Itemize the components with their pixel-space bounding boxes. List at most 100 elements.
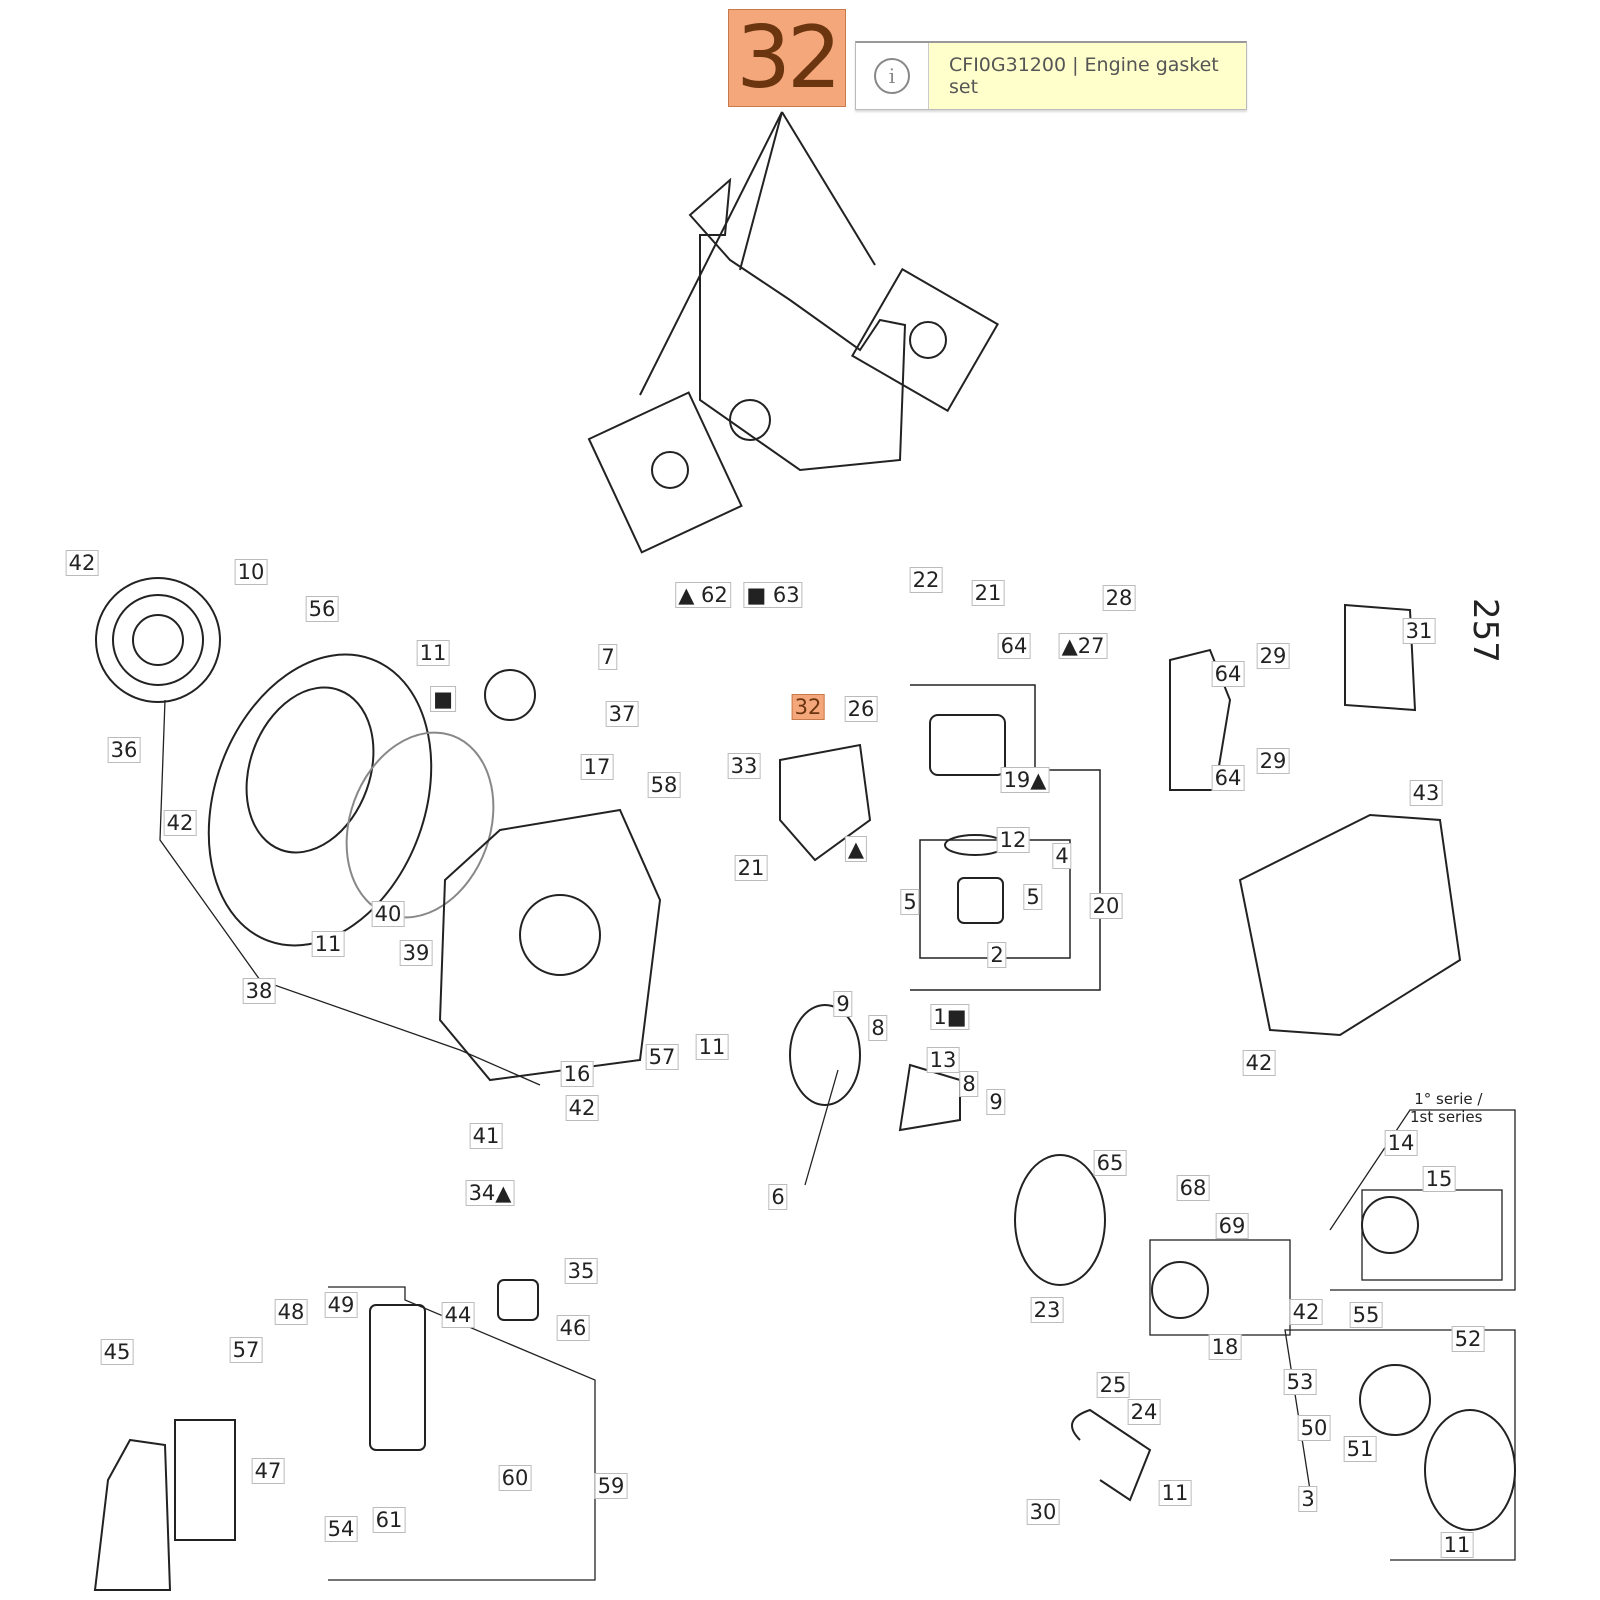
callout-10[interactable]: 42 <box>163 810 197 836</box>
part-tooltip: i CFI0G31200 | Engine gasket set <box>855 41 1247 110</box>
callout-25[interactable]: 28 <box>1102 585 1136 611</box>
callout-32[interactable]: 32 <box>791 694 825 720</box>
callout-78[interactable]: 57 <box>229 1337 263 1363</box>
callout-41[interactable]: 5 <box>1023 884 1043 910</box>
callout-57[interactable]: 15 <box>1422 1166 1456 1192</box>
selected-callout-32[interactable]: 32 <box>728 9 846 107</box>
callout-26[interactable]: 29 <box>1256 643 1290 669</box>
series-note: 1° serie / 1st series <box>1410 1090 1482 1126</box>
callout-70[interactable]: 11 <box>1158 1480 1192 1506</box>
callout-2[interactable]: 56 <box>305 596 339 622</box>
callout-49[interactable]: 8 <box>959 1071 979 1097</box>
callout-81[interactable]: 60 <box>498 1465 532 1491</box>
callout-72[interactable]: 34▲ <box>465 1180 515 1206</box>
callout-22[interactable]: 21 <box>971 580 1005 606</box>
callout-16[interactable]: 57 <box>645 1044 679 1070</box>
callout-66[interactable]: 3 <box>1298 1486 1318 1512</box>
callout-33[interactable]: 26 <box>844 696 878 722</box>
callout-63[interactable]: 53 <box>1283 1369 1317 1395</box>
callout-47[interactable]: 11 <box>695 1034 729 1060</box>
parts-center <box>779 684 1106 1286</box>
callout-29[interactable]: 29 <box>1256 748 1290 774</box>
callout-35[interactable]: 21 <box>734 855 768 881</box>
callout-45[interactable]: 8 <box>868 1015 888 1041</box>
callout-11[interactable]: 40 <box>371 901 405 927</box>
callout-31[interactable]: 43 <box>1409 780 1443 806</box>
callout-21[interactable]: 22 <box>909 567 943 593</box>
callout-36[interactable]: ▲ <box>844 836 868 862</box>
callout-1[interactable]: 10 <box>234 559 268 585</box>
callout-58[interactable]: 42 <box>1242 1050 1276 1076</box>
callout-43[interactable]: 2 <box>987 942 1007 968</box>
callout-52[interactable]: 65 <box>1093 1150 1127 1176</box>
callout-24[interactable]: ▲27 <box>1058 633 1108 659</box>
callout-0[interactable]: 42 <box>65 550 99 576</box>
callout-74[interactable]: 44 <box>441 1302 475 1328</box>
parts-lower-left <box>93 1279 596 1591</box>
callout-80[interactable]: 47 <box>251 1458 285 1484</box>
callout-30[interactable]: 64 <box>1211 765 1245 791</box>
callout-4[interactable]: 7 <box>598 644 618 670</box>
callout-23[interactable]: 64 <box>997 633 1031 659</box>
leader-line <box>639 111 783 396</box>
callout-50[interactable]: 9 <box>986 1089 1006 1115</box>
callout-68[interactable]: 25 <box>1096 1372 1130 1398</box>
series-note-line1: 1° serie / <box>1414 1090 1483 1108</box>
callout-5[interactable]: ■ <box>430 686 456 712</box>
callout-53[interactable]: 68 <box>1176 1175 1210 1201</box>
callout-28[interactable]: 31 <box>1402 618 1436 644</box>
callout-38[interactable]: 12 <box>996 827 1030 853</box>
callout-3[interactable]: 11 <box>416 640 450 666</box>
callout-77[interactable]: 48 <box>274 1299 308 1325</box>
callout-37[interactable]: 19▲ <box>1000 767 1050 793</box>
callout-51[interactable]: 6 <box>768 1184 788 1210</box>
leader-line <box>739 111 783 271</box>
callout-54[interactable]: 69 <box>1215 1213 1249 1239</box>
callout-61[interactable]: 55 <box>1349 1302 1383 1328</box>
callout-13[interactable]: 39 <box>399 940 433 966</box>
callout-8[interactable]: 17 <box>580 754 614 780</box>
callout-46[interactable]: 1■ <box>930 1004 970 1030</box>
callout-42[interactable]: 20 <box>1089 893 1123 919</box>
callout-73[interactable]: 35 <box>564 1258 598 1284</box>
series-note-line2: 1st series <box>1410 1108 1483 1126</box>
gasket-set-drawing <box>587 111 999 554</box>
callout-18[interactable]: 41 <box>469 1123 503 1149</box>
callout-48[interactable]: 13 <box>926 1047 960 1073</box>
callout-76[interactable]: 49 <box>324 1292 358 1318</box>
callout-19[interactable]: ▲ 62 <box>675 582 731 608</box>
callout-9[interactable]: 58 <box>647 772 681 798</box>
callout-62[interactable]: 52 <box>1451 1326 1485 1352</box>
callout-7[interactable]: 36 <box>107 737 141 763</box>
callout-6[interactable]: 37 <box>605 701 639 727</box>
callout-59[interactable]: 18 <box>1208 1334 1242 1360</box>
callout-20[interactable]: ■ 63 <box>743 582 803 608</box>
callout-17[interactable]: 42 <box>565 1095 599 1121</box>
callout-14[interactable]: 38 <box>242 978 276 1004</box>
callout-55[interactable]: 23 <box>1030 1297 1064 1323</box>
info-icon-wrap: i <box>856 43 929 109</box>
callout-56[interactable]: 14 <box>1384 1130 1418 1156</box>
callout-69[interactable]: 24 <box>1127 1399 1161 1425</box>
callout-12[interactable]: 11 <box>311 931 345 957</box>
callout-60[interactable]: 42 <box>1289 1299 1323 1325</box>
callout-67[interactable]: 11 <box>1440 1532 1474 1558</box>
callout-71[interactable]: 30 <box>1026 1499 1060 1525</box>
page-number: 257 <box>1465 598 1505 663</box>
callout-27[interactable]: 64 <box>1211 661 1245 687</box>
info-icon: i <box>874 58 910 94</box>
callout-40[interactable]: 5 <box>900 889 920 915</box>
callout-39[interactable]: 4 <box>1052 843 1072 869</box>
callout-75[interactable]: 46 <box>556 1315 590 1341</box>
callout-79[interactable]: 45 <box>100 1339 134 1365</box>
callout-44[interactable]: 9 <box>833 991 853 1017</box>
callout-84[interactable]: 61 <box>372 1507 406 1533</box>
callout-65[interactable]: 51 <box>1343 1436 1377 1462</box>
leader-line <box>781 111 876 266</box>
callout-34[interactable]: 33 <box>727 753 761 779</box>
callout-64[interactable]: 50 <box>1297 1415 1331 1441</box>
callout-82[interactable]: 59 <box>594 1473 628 1499</box>
callout-15[interactable]: 16 <box>560 1061 594 1087</box>
tooltip-text: CFI0G31200 | Engine gasket set <box>929 43 1246 109</box>
callout-83[interactable]: 54 <box>324 1516 358 1542</box>
